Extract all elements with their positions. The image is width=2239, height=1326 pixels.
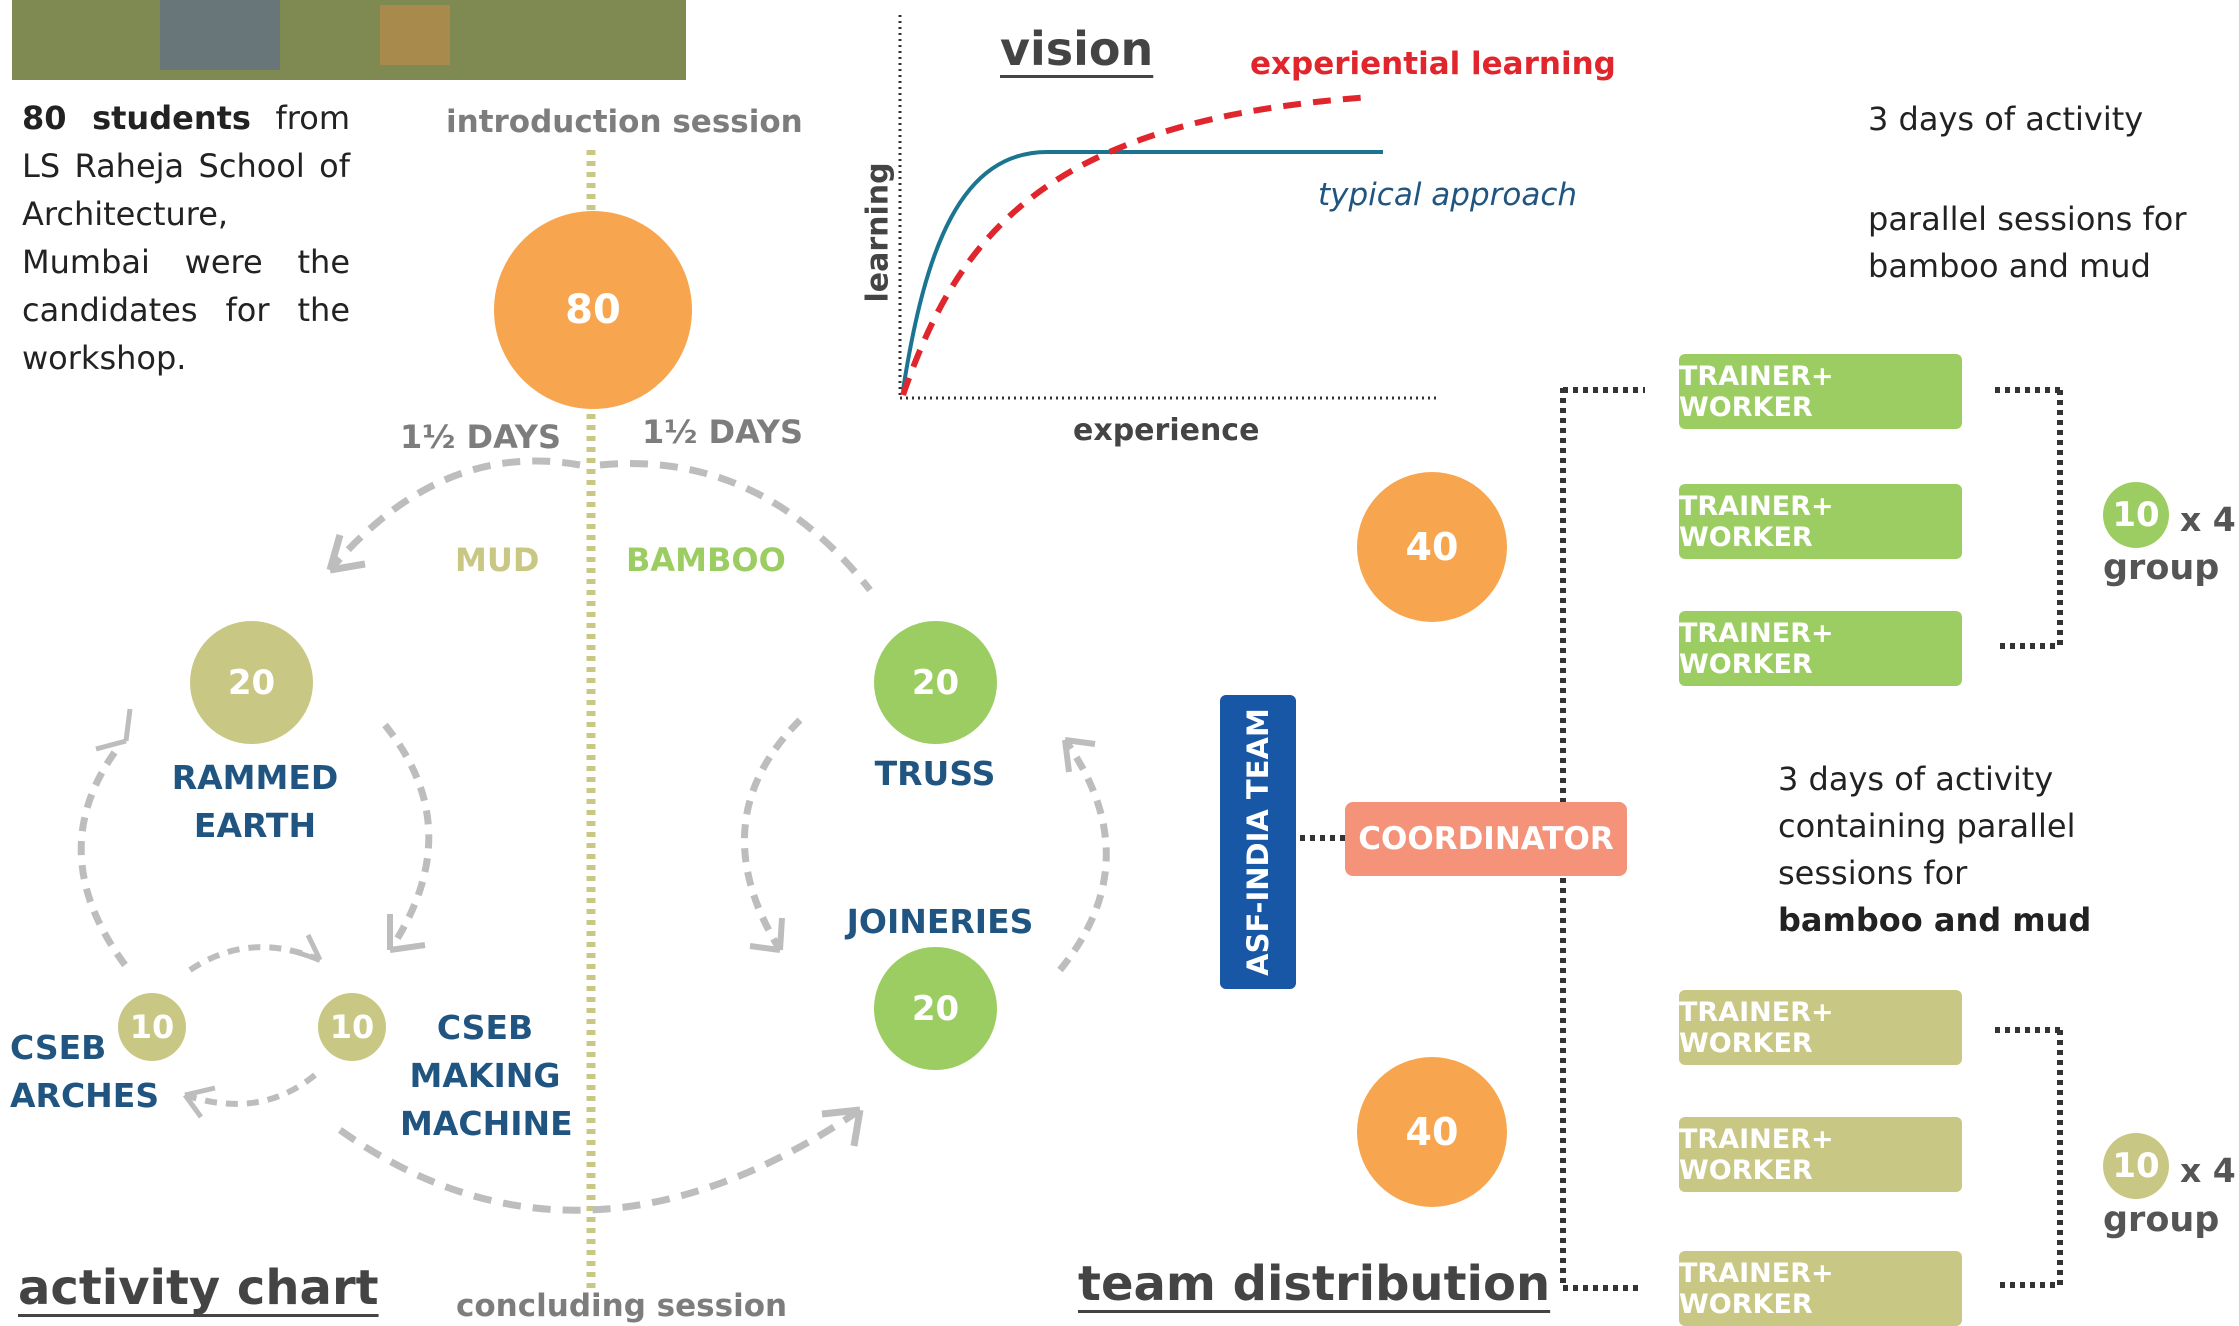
trainer-box-6: TRAINER+ WORKER xyxy=(1679,1251,1962,1326)
trainer-label: TRAINER+ WORKER xyxy=(1679,1257,1834,1320)
experience-axis-label: experience xyxy=(1073,413,1260,448)
trainer-box-1: TRAINER+ WORKER xyxy=(1679,354,1962,429)
intro-rest: from LS Raheja School of Architecture, M… xyxy=(22,99,351,377)
trainer-box-4: TRAINER+ WORKER xyxy=(1679,990,1962,1065)
coordinator-box: COORDINATOR xyxy=(1345,802,1627,876)
cseb-machine-label: CSEB MAKING MACHINE xyxy=(400,1008,573,1143)
asf-india-team-label: ASF-INDIA TEAM xyxy=(1241,708,1275,976)
cseb-machine-count: 10 xyxy=(329,1008,375,1046)
group-top-circle: 40 xyxy=(1357,472,1507,622)
note-three-days: 3 days of activity xyxy=(1868,100,2144,138)
concluding-session-label: concluding session xyxy=(456,1288,788,1324)
group-size-circle-top: 10 xyxy=(2103,482,2169,548)
rammed-earth-count: 20 xyxy=(227,662,276,703)
note-activity-containing: 3 days of activity containing parallel s… xyxy=(1778,756,2108,944)
left-days: 1½ DAYS xyxy=(400,418,562,456)
group-top-count: 40 xyxy=(1405,525,1459,569)
note-parallel: parallel sessions for bamboo and mud xyxy=(1868,200,2187,285)
cseb-machine-circle: 10 xyxy=(318,993,386,1061)
trainer-label: TRAINER+ WORKER xyxy=(1679,490,1834,553)
truss-count: 20 xyxy=(911,662,960,703)
mud-label: MUD xyxy=(455,541,540,579)
right-days: 1½ DAYS xyxy=(642,413,804,451)
mud-arc xyxy=(327,457,581,573)
typical-curve xyxy=(901,149,1383,391)
total-count: 80 xyxy=(565,287,621,333)
group-size-circle-bottom: 10 xyxy=(2103,1133,2169,1199)
multiplier-bottom: x 4 xyxy=(2180,1151,2236,1190)
cseb-arches-label: CSEB ARCHES xyxy=(10,1028,160,1115)
experiential-curve xyxy=(900,94,1371,396)
trainer-box-5: TRAINER+ WORKER xyxy=(1679,1117,1962,1192)
truss-label: TRUSS xyxy=(874,754,996,793)
group-bottom-circle: 40 xyxy=(1357,1057,1507,1207)
trainer-box-2: TRAINER+ WORKER xyxy=(1679,484,1962,559)
total-circle: 80 xyxy=(494,211,692,409)
activity-chart-title: activity chart xyxy=(18,1260,379,1316)
group-size-bottom: 10 xyxy=(2112,1146,2160,1186)
joineries-count: 20 xyxy=(911,988,960,1029)
group-word-bottom: group xyxy=(2103,1200,2220,1240)
workshop-photo xyxy=(12,0,686,80)
note-plain: 3 days of activity containing parallel s… xyxy=(1778,760,2076,892)
coordinator-label: COORDINATOR xyxy=(1358,821,1614,857)
group-word-top: group xyxy=(2103,548,2220,588)
multiplier-top: x 4 xyxy=(2180,500,2236,539)
joineries-circle: 20 xyxy=(874,947,997,1070)
trainer-box-3: TRAINER+ WORKER xyxy=(1679,611,1962,686)
joineries-label: JOINERIES xyxy=(846,902,1034,941)
trainer-label: TRAINER+ WORKER xyxy=(1679,1123,1834,1186)
intro-session-label: introduction session xyxy=(446,104,803,140)
group-size-top: 10 xyxy=(2112,495,2160,535)
experiential-label: experiential learning xyxy=(1250,46,1616,82)
vision-title: vision xyxy=(1000,22,1154,76)
trainer-label: TRAINER+ WORKER xyxy=(1679,360,1834,423)
intro-bold: 80 students xyxy=(22,99,251,137)
learning-axis-label: learning xyxy=(860,162,896,303)
bamboo-label: BAMBOO xyxy=(626,541,786,579)
group-bottom-count: 40 xyxy=(1405,1110,1459,1154)
trainer-label: TRAINER+ WORKER xyxy=(1679,996,1834,1059)
note-bold: bamboo and mud xyxy=(1778,901,2092,939)
rammed-earth-label: RAMMED EARTH xyxy=(171,758,339,845)
asf-india-team: ASF-INDIA TEAM xyxy=(1220,695,1296,989)
cseb-arches-count: 10 xyxy=(129,1008,175,1046)
typical-label: typical approach xyxy=(1318,177,1578,213)
rammed-earth-circle: 20 xyxy=(190,621,313,744)
bamboo-arc xyxy=(599,460,873,593)
intro-paragraph: 80 students from LS Raheja School of Arc… xyxy=(22,94,350,382)
cseb-arches-circle: 10 xyxy=(118,993,186,1061)
team-distribution-title: team distribution xyxy=(1078,1256,1551,1312)
trainer-label: TRAINER+ WORKER xyxy=(1679,617,1834,680)
truss-circle: 20 xyxy=(874,621,997,744)
